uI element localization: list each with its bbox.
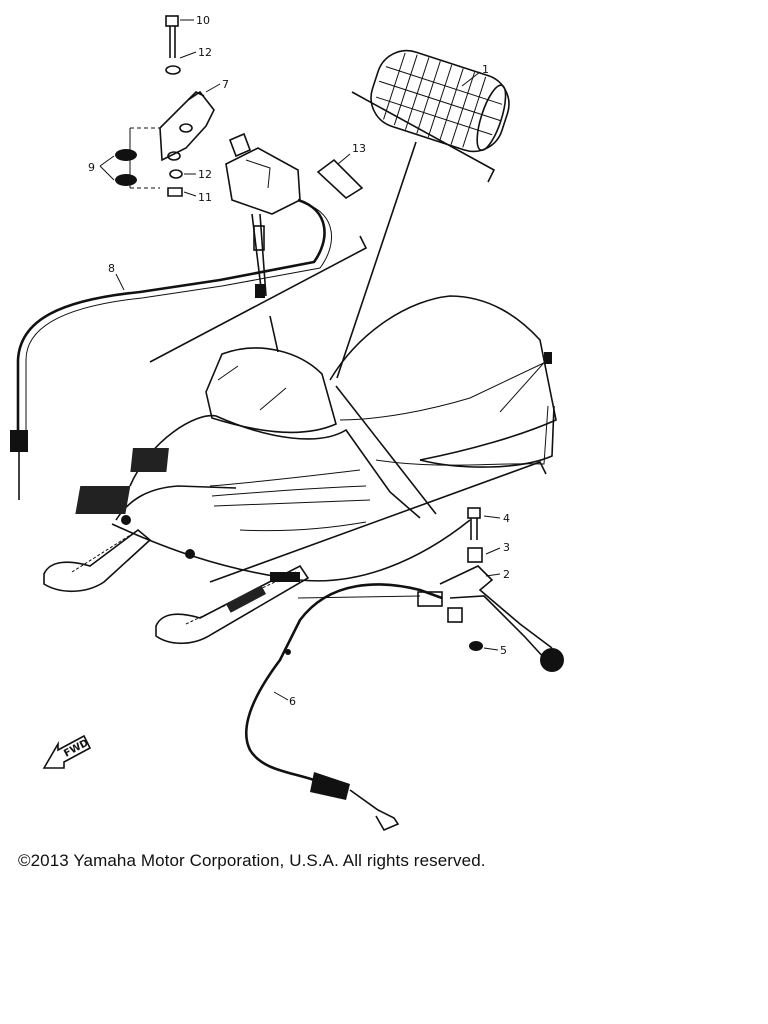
callout-11: 11 (198, 191, 212, 204)
handlebar-grip (370, 49, 510, 153)
callout-9: 9 (88, 161, 95, 174)
callout-12-upper: 12 (198, 46, 212, 59)
lever-leader-line (335, 385, 437, 515)
skis (43, 528, 310, 645)
callout-12-lower: 12 (198, 168, 212, 181)
callout-10: 10 (196, 14, 210, 27)
throttle-leader-line (269, 315, 279, 353)
callout-4: 4 (503, 512, 510, 525)
callout-leaders (99, 19, 501, 701)
callout-6: 6 (289, 695, 296, 708)
brake-lever-assembly (439, 507, 564, 672)
forward-direction-arrow: FWD (42, 734, 92, 769)
callout-8: 8 (108, 262, 115, 275)
callout-7: 7 (222, 78, 229, 91)
grip-group-bracket (351, 91, 496, 183)
cable-clip (316, 158, 364, 200)
grip-leader-line (336, 141, 417, 379)
throttle-group-bracket (149, 235, 368, 363)
throttle-cable (10, 198, 332, 500)
copyright-notice: ©2013 Yamaha Motor Corporation, U.S.A. A… (18, 851, 486, 870)
brake-cable (244, 583, 463, 832)
callout-13: 13 (352, 142, 366, 155)
callout-5: 5 (500, 644, 507, 657)
callout-3: 3 (503, 541, 510, 554)
callout-2: 2 (503, 568, 510, 581)
snowmobile-body (75, 295, 557, 582)
callout-1: 1 (482, 63, 489, 76)
lever-group-bracket (209, 461, 547, 583)
